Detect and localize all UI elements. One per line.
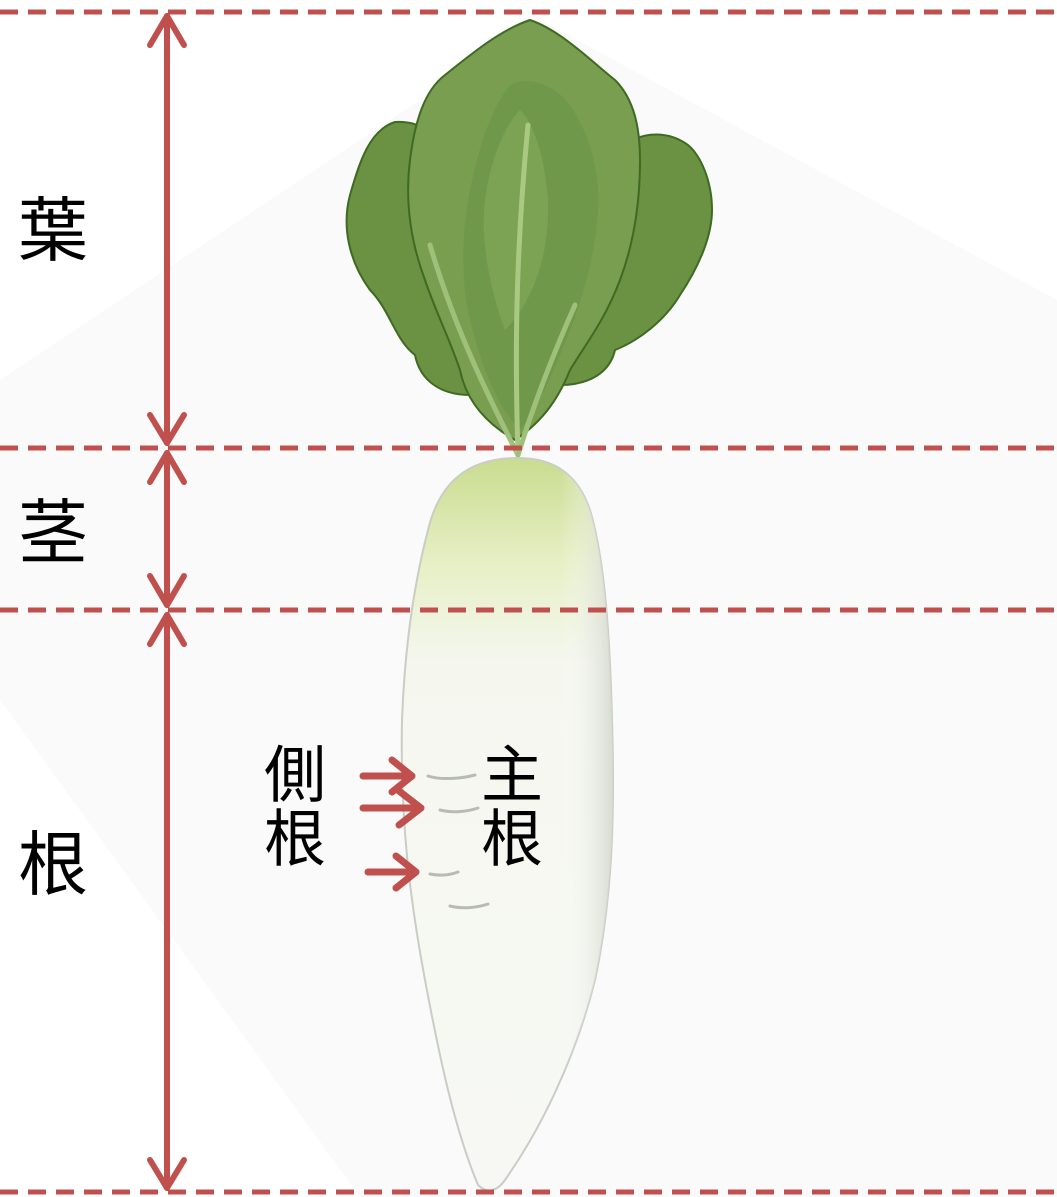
stalk-left	[427, 242, 521, 458]
leaf-label: 葉	[18, 190, 88, 272]
root-label: 根	[18, 824, 88, 906]
pointer-arrowhead-2	[395, 787, 425, 829]
stem-range-arrowhead-top	[147, 450, 187, 485]
pointer-arrowhead-1	[388, 756, 416, 796]
root-range-arrowhead-bottom	[147, 1157, 187, 1191]
leaves	[345, 18, 714, 458]
leaf-range-arrowhead-bottom	[147, 412, 187, 446]
lateral-root-label: 側根	[253, 742, 326, 870]
lateral-root-mark	[428, 870, 460, 877]
lateral-root-mark	[438, 806, 480, 814]
lateral-root-mark	[448, 902, 490, 910]
leaf-highlight	[483, 110, 549, 330]
root-range-arrowhead-top	[147, 612, 187, 647]
main-root-label: 主根	[470, 742, 543, 870]
lateral-root-pointers	[359, 756, 425, 892]
leaf-range-arrowhead-top	[147, 13, 187, 48]
stalk-middle	[513, 122, 531, 458]
guide-lines	[0, 9, 1057, 1195]
lateral-root-mark	[426, 773, 477, 780]
root-shading	[401, 458, 614, 1191]
stem-label: 茎	[18, 492, 88, 574]
dimension-arrows	[147, 13, 187, 1191]
stalk-right	[515, 302, 578, 458]
pointer-arrowhead-3	[392, 852, 420, 892]
radish-root	[400, 456, 615, 1192]
stem-range-arrowhead-bottom	[147, 573, 187, 608]
